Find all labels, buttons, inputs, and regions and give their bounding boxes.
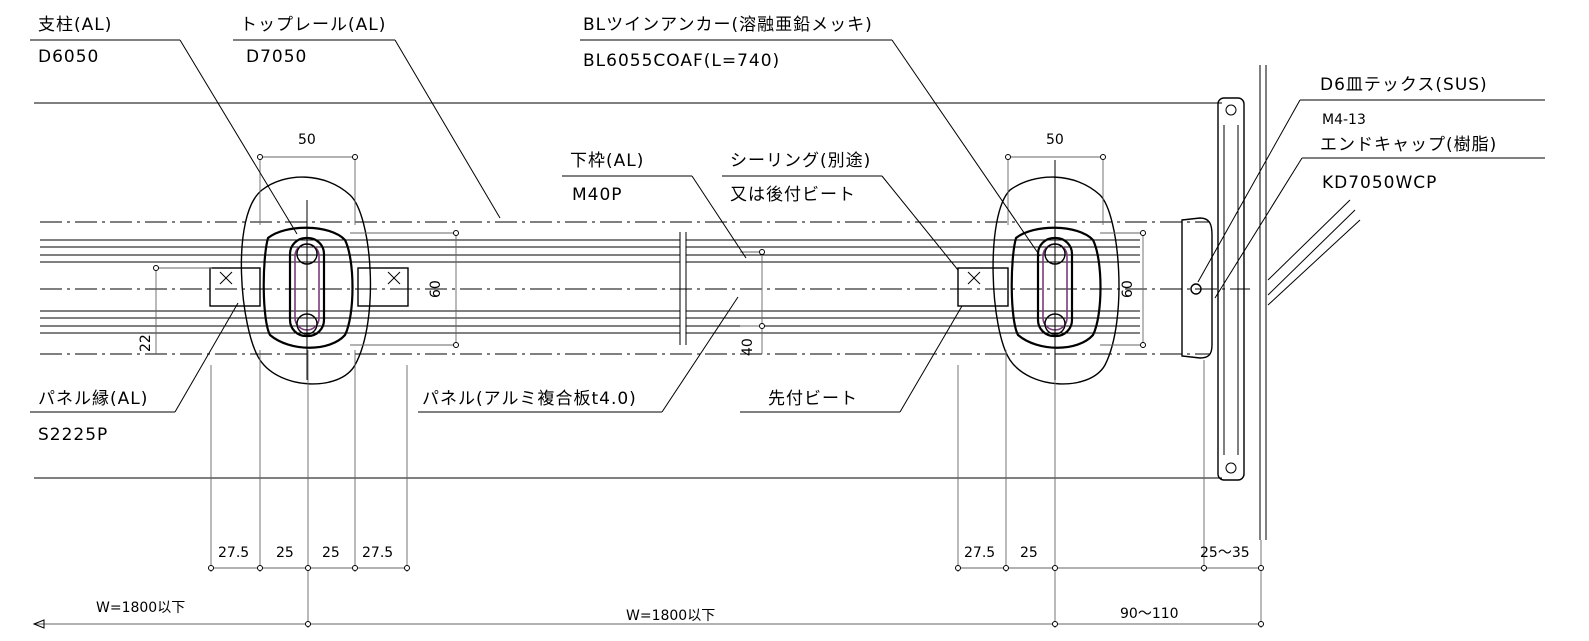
anchor-code-label: BL6055COAF(L=740) [583,51,780,71]
screw-name-label: D6皿テックス(SUS) [1320,75,1488,95]
dim-post-width-left: 50 [298,132,316,148]
anchor-name-label: BLツインアンカー(溶融亜鉛メッキ) [583,15,873,35]
post-code-label: D6050 [38,47,99,67]
railing-outline [34,102,1250,479]
dim-bottom-left-1: 25 [276,545,294,561]
endcap-name-label: エンドキャップ(樹脂) [1320,135,1497,155]
part-labels: 支柱(AL) D6050 トップレール(AL) D7050 BLツインアンカー(… [38,15,1497,445]
sealing-name-label: シーリング(別途) [730,151,871,171]
bead-name-label: 先付ビート [768,389,858,409]
lowerframe-name-label: 下枠(AL) [570,151,644,171]
panel-name-label: パネル(アルミ複合板t4.0) [422,389,637,409]
dim-end-gap: 25〜35 [1200,545,1250,561]
post-name-label: 支柱(AL) [38,15,112,35]
end-cap [1181,65,1361,540]
lowerframe-code-label: M40P [572,185,623,205]
dimension-lines [32,154,1264,629]
dim-bottom-left-2: 25 [322,545,340,561]
panel-edge-name-label: パネル縁(AL) [38,389,148,409]
dim-bottom-right-1: 25 [1020,545,1038,561]
dim-bottom-left-0: 27.5 [218,545,249,561]
screw-code-label: M4-13 [1322,112,1366,128]
panel-edge-code-label: S2225P [38,425,108,445]
dim-bottom-left-3: 27.5 [362,545,393,561]
dim-end-offset: 90〜110 [1120,606,1179,622]
endcap-code-label: KD7050WCP [1322,173,1437,193]
dim-height-40: 40 [740,338,756,356]
dim-height-22: 22 [138,334,154,352]
dim-height-60-right: 60 [1120,280,1136,298]
dimension-labels: 50 50 60 60 22 40 27.5 25 25 27.5 27.5 2… [96,132,1250,624]
dim-span-left: W=1800以下 [96,600,185,616]
toprail-name-label: トップレール(AL) [240,15,386,35]
dim-span-mid: W=1800以下 [626,608,715,624]
dim-bottom-right-0: 27.5 [964,545,995,561]
dim-post-width-right: 50 [1046,132,1064,148]
right-post-assembly [957,160,1120,385]
leader-lines [30,39,1545,413]
left-post-assembly [209,176,409,385]
sealing-alt-label: 又は後付ビート [730,185,856,205]
dim-height-60-left: 60 [428,280,444,298]
toprail-code-label: D7050 [246,47,307,67]
